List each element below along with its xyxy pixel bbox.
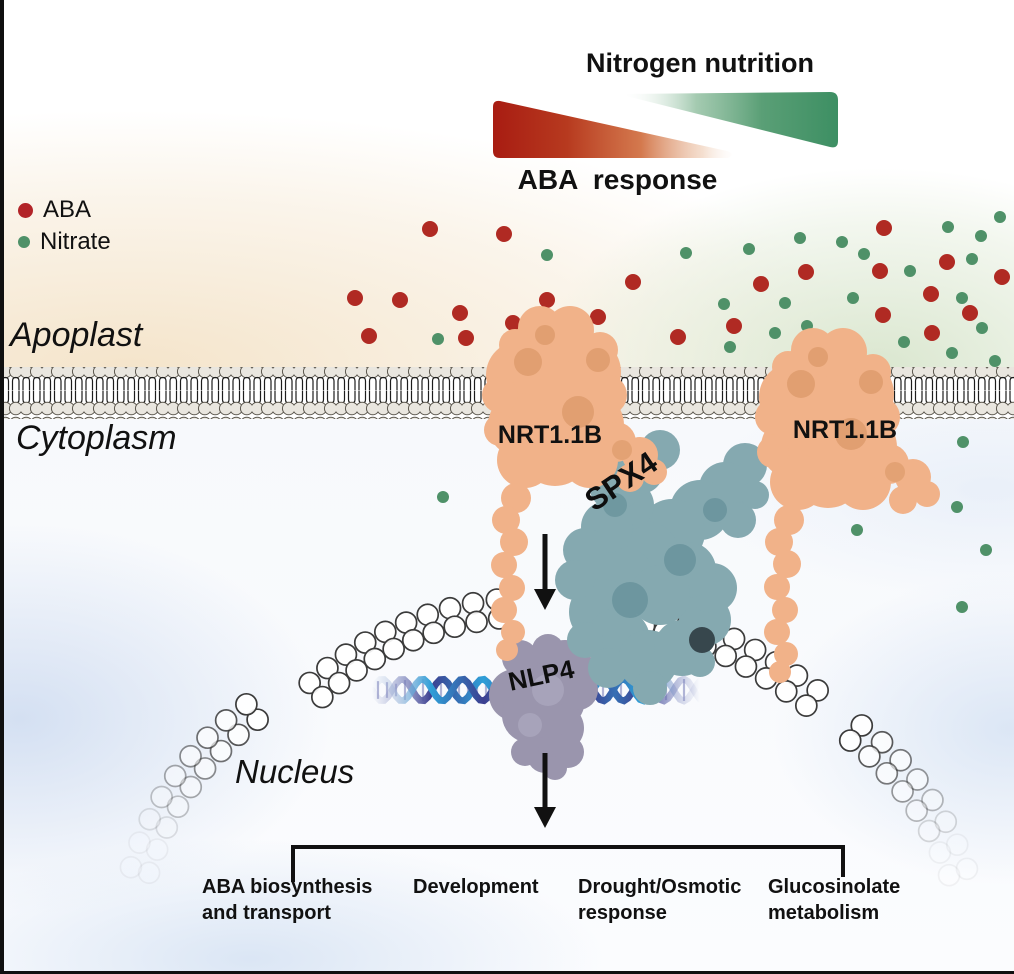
signal-arrow-to-nucleus (534, 534, 556, 610)
output-development: Development (413, 876, 539, 898)
figure-left-border (0, 0, 4, 974)
aba-dot-icon (18, 202, 33, 218)
nucleus-label: Nucleus (235, 753, 355, 790)
legend-row-aba: ABA (18, 194, 111, 226)
spx4-protein (555, 430, 769, 705)
nrt11b-right-label: NRT1.1B (793, 416, 897, 444)
output-aba-biosynthesis: ABA biosynthesis and transport (202, 876, 373, 924)
nitrogen-nutrition-title: Nitrogen nutrition (586, 48, 814, 78)
aba-red-wedge (493, 100, 732, 158)
molecule-dots (347, 211, 1010, 613)
signal-arrow-to-outputs (534, 753, 556, 828)
molecule-legend: ABA Nitrate (18, 194, 111, 258)
figure-bottom-border (0, 971, 1014, 974)
output-glucosinolate: Glucosinolate metabolism (768, 876, 901, 924)
nitrogen-green-wedge (626, 92, 838, 148)
nitrogen-aba-gradient-bar (493, 92, 838, 158)
cytoplasm-label: Cytoplasm (16, 419, 177, 457)
apoplast-label: Apoplast (10, 316, 143, 354)
legend-nitrate-label: Nitrate (40, 228, 111, 255)
aba-response-title: ABA response (517, 164, 718, 195)
nrt11b-center-label: NRT1.1B (498, 421, 602, 449)
nitrate-dot-icon (18, 236, 30, 248)
legend-row-nitrate: Nitrate (18, 226, 111, 258)
legend-aba-label: ABA (43, 196, 92, 223)
output-drought-osmotic: Drought/Osmotic response (578, 876, 742, 924)
outputs-bracket (291, 845, 845, 882)
